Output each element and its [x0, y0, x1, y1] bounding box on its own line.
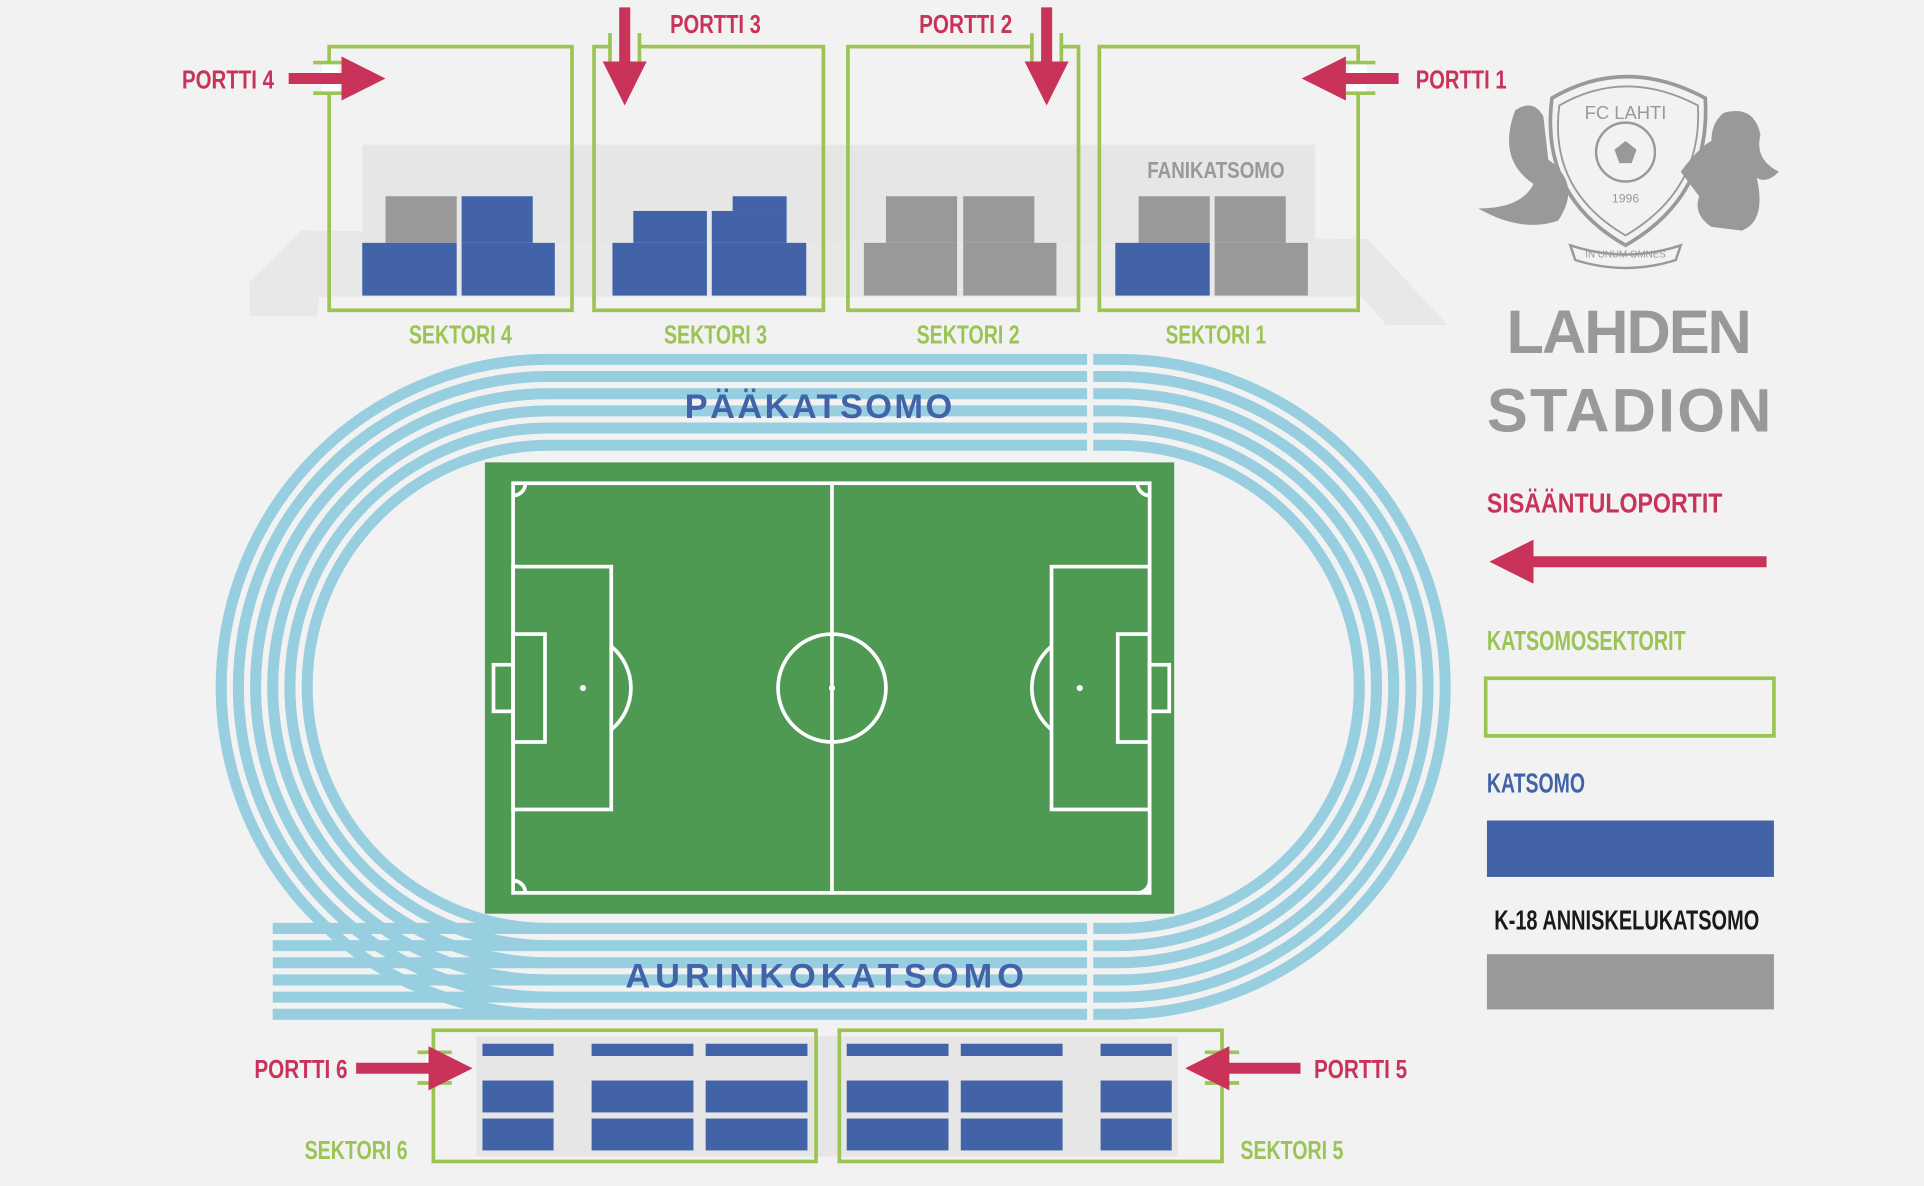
- seat-block: [1100, 1080, 1172, 1113]
- track-lane: [215, 353, 1451, 1020]
- track-lane: [301, 439, 1365, 934]
- seat-block: [482, 1080, 554, 1113]
- fc-lahti-logo: FC LAHTI 1996 IN UNUM OMNES: [1478, 74, 1779, 270]
- seat-block: [705, 1118, 808, 1151]
- svg-text:IN UNUM OMNES: IN UNUM OMNES: [1585, 250, 1666, 261]
- stadium-title-line1: LAHDEN: [1507, 297, 1752, 366]
- track-lane: [284, 422, 1382, 952]
- gate-5-label[interactable]: PORTTI 5: [1314, 1056, 1407, 1084]
- sector-2-box[interactable]: [846, 44, 1081, 313]
- sector-2-label[interactable]: SEKTORI 2: [917, 321, 1020, 349]
- main-stand-label: PÄÄKATSOMO: [685, 388, 965, 426]
- sun-stand-label: AURINKOKATSOMO: [625, 957, 1024, 995]
- sector-6-label[interactable]: SEKTORI 6: [305, 1137, 408, 1165]
- seat-block: [705, 1043, 808, 1056]
- sector-5-label[interactable]: SEKTORI 5: [1240, 1137, 1343, 1165]
- seat-block: [846, 1080, 949, 1113]
- sun-stand-seats: [482, 1043, 1172, 1151]
- seat-block: [1100, 1118, 1172, 1151]
- seat-block: [960, 1118, 1063, 1151]
- stadium-title-line2: STADION: [1487, 376, 1772, 445]
- seat-block: [591, 1118, 694, 1151]
- gate-4-label[interactable]: PORTTI 4: [182, 66, 275, 94]
- sector-5-box[interactable]: [837, 1028, 1224, 1164]
- seat-block: [846, 1043, 949, 1056]
- seat-block: [960, 1080, 1063, 1113]
- track-lane: [232, 371, 1434, 1003]
- seat-block: [705, 1080, 808, 1113]
- seat-block: [591, 1043, 694, 1056]
- sector-4-box[interactable]: [327, 44, 574, 313]
- legend-gates-label: SISÄÄNTULOPORTIT: [1487, 487, 1722, 519]
- legend-sector-swatch: [1483, 676, 1776, 738]
- legend-k18-swatch: [1486, 954, 1774, 1010]
- seat-block: [482, 1043, 554, 1056]
- mermaid-icon: [1478, 105, 1569, 225]
- track-lane: [250, 388, 1417, 986]
- legend-stand-swatch: [1486, 820, 1774, 877]
- track-divider-bottom: [1087, 919, 1094, 1025]
- running-track: [215, 353, 1451, 1020]
- gate-2-label[interactable]: PORTTI 2: [919, 11, 1012, 39]
- svg-text:1996: 1996: [1612, 191, 1639, 205]
- track-divider-top: [1087, 349, 1094, 460]
- legend-k18-label: K-18 ANNISKELUKATSOMO: [1494, 904, 1759, 936]
- football-pitch: [484, 462, 1175, 914]
- seat-block: [482, 1118, 554, 1151]
- seat-block: [591, 1080, 694, 1113]
- sector-3-box[interactable]: [592, 44, 826, 313]
- legend-stand-label: KATSOMO: [1487, 766, 1585, 798]
- sector-3-label[interactable]: SEKTORI 3: [664, 321, 767, 349]
- gate-3-label[interactable]: PORTTI 3: [670, 11, 761, 39]
- bottom-stand-base: [476, 1036, 1178, 1157]
- gate-6-label[interactable]: PORTTI 6: [254, 1056, 347, 1084]
- sector-6-box[interactable]: [431, 1028, 818, 1164]
- fan-stand-label: FANIKATSOMO: [1147, 157, 1284, 183]
- legend: SISÄÄNTULOPORTIT KATSOMOSEKTORIT KATSOMO…: [1483, 487, 1776, 1010]
- sector-4-label[interactable]: SEKTORI 4: [409, 321, 513, 349]
- legend-sectors-label: KATSOMOSEKTORIT: [1487, 624, 1686, 656]
- sector-1-box[interactable]: [1097, 44, 1360, 313]
- gate-openings: [313, 33, 1376, 96]
- lion-icon: [1680, 110, 1779, 231]
- seat-block: [1100, 1043, 1172, 1056]
- seat-block: [846, 1118, 949, 1151]
- seat-block: [960, 1043, 1063, 1056]
- track-lane: [267, 405, 1400, 969]
- sector-1-label[interactable]: SEKTORI 1: [1166, 321, 1267, 349]
- svg-text:FC LAHTI: FC LAHTI: [1585, 102, 1667, 123]
- gate-1-label[interactable]: PORTTI 1: [1416, 66, 1507, 94]
- main-stand-seats: [362, 196, 1308, 296]
